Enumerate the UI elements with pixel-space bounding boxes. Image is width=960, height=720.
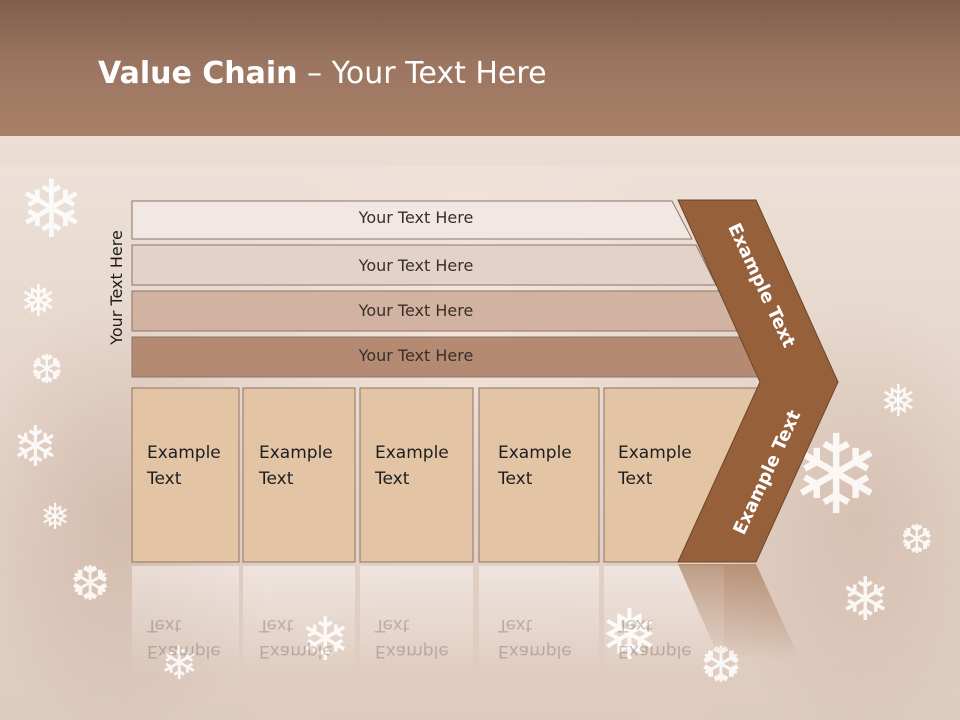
chevron-arrow[interactable] (677, 199, 839, 563)
column-label-line1: Example (618, 443, 692, 463)
column-box-2[interactable] (242, 387, 356, 563)
row-label-2: Your Text Here (358, 256, 474, 275)
title-bold: Value Chain (98, 56, 298, 91)
column-label-line2: Text (618, 469, 653, 489)
column-label-line2: Text (259, 469, 294, 489)
chevron-arrow-reflection (678, 564, 800, 660)
title-bar (0, 0, 960, 136)
column-box-3[interactable] (359, 387, 474, 563)
title-shadow-band (0, 136, 960, 166)
column-box-4[interactable] (478, 387, 600, 563)
column-reflection (360, 566, 473, 676)
column-label-line1: Example (147, 443, 221, 463)
row-label-3: Your Text Here (358, 301, 474, 320)
row-label-1: Your Text Here (358, 208, 474, 227)
column-label-line1: Example (498, 443, 572, 463)
column-box-1[interactable] (131, 387, 240, 563)
column-label-line2: Text (498, 469, 533, 489)
column-reflection (243, 566, 355, 676)
column-label-line1: Example (375, 443, 449, 463)
column-reflection (479, 566, 599, 676)
column-label-line1: Example (259, 443, 333, 463)
column-reflection (132, 566, 239, 676)
row-bar-1[interactable] (131, 200, 693, 240)
slide-title: Value Chain – Your Text Here (98, 54, 547, 94)
row-label-4: Your Text Here (358, 346, 474, 365)
column-label-line2: Text (375, 469, 410, 489)
column-label-line2: Text (147, 469, 182, 489)
title-rest: – Your Text Here (297, 56, 547, 91)
